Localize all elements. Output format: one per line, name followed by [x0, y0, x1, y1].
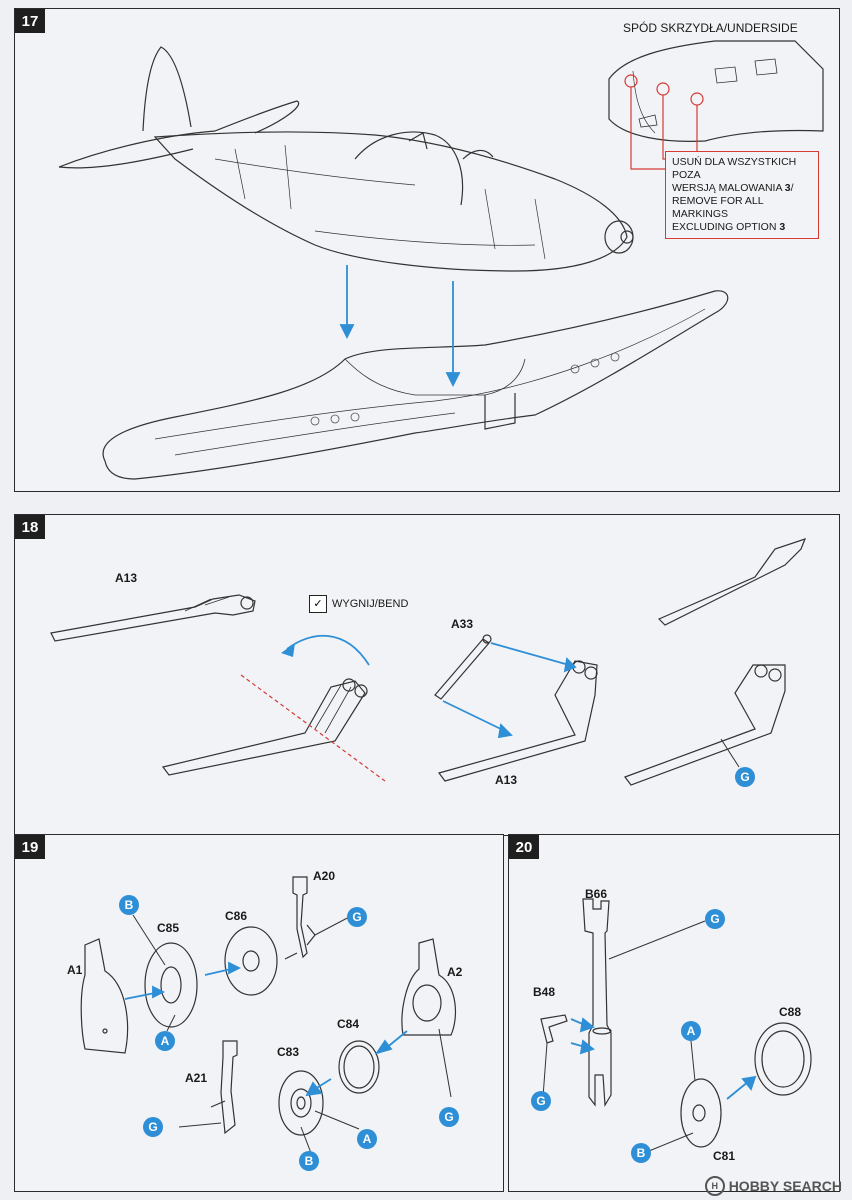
step-19-panel: 19 [14, 834, 504, 1192]
removal-note: USUŃ DLA WSZYSTKICH POZA WERSJĄ MALOWANI… [665, 151, 819, 239]
part-c84: C84 [337, 1017, 360, 1031]
part-a20: A20 [313, 869, 336, 883]
step-20-panel: 20 B66 G [508, 834, 840, 1192]
marker-b: B [299, 1151, 319, 1171]
step-number: 19 [15, 835, 45, 859]
part-a33: A33 [451, 617, 474, 631]
part-b48: B48 [533, 985, 556, 999]
part-c88: C88 [779, 1005, 802, 1019]
marker-b: B [119, 895, 139, 915]
part-a13-left: A13 [115, 571, 138, 585]
note-line-1: USUŃ DLA WSZYSTKICH POZA [672, 156, 797, 181]
bend-instruction: ✓ WYGNIJ/BEND [309, 595, 408, 613]
bend-icon: ✓ [309, 595, 327, 613]
marker-g: G [439, 1107, 459, 1127]
marker-g: G [705, 909, 725, 929]
part-a1: A1 [67, 963, 83, 977]
note-line-2: WERSJĄ MALOWANIA 3/ [672, 182, 794, 194]
part-a21: A21 [185, 1071, 208, 1085]
step-number: 17 [15, 9, 45, 33]
marker-a: A [357, 1129, 377, 1149]
part-c86: C86 [225, 909, 248, 923]
marker-g: G [143, 1117, 163, 1137]
step-18-panel: 18 [14, 514, 840, 836]
note-line-3: REMOVE FOR ALL MARKINGS [672, 195, 764, 220]
marker-a: A [681, 1021, 701, 1041]
part-c81: C81 [713, 1149, 736, 1163]
bend-label: WYGNIJ/BEND [332, 598, 409, 610]
part-a13-mid: A13 [495, 773, 518, 787]
step-18-drawing [50, 538, 807, 786]
hobby-search-logo-icon: H [704, 1176, 725, 1196]
marker-g: G [735, 767, 755, 787]
step-number: 18 [15, 515, 45, 539]
watermark-text: HOBBY SEARCH [728, 1178, 842, 1194]
step-number: 20 [509, 835, 539, 859]
part-b66: B66 [585, 887, 608, 901]
underside-view-title: SPÓD SKRZYDŁA/UNDERSIDE [623, 21, 798, 35]
step-17-panel: 17 [14, 8, 840, 492]
marker-g: G [531, 1091, 551, 1111]
hobby-search-watermark: H HOBBY SEARCH [704, 1176, 842, 1196]
part-c85: C85 [157, 921, 180, 935]
step-17-drawing [58, 40, 824, 480]
step-19-drawing [80, 876, 457, 1154]
marker-b: B [631, 1143, 651, 1163]
note-line-4: EXCLUDING OPTION 3 [672, 221, 786, 233]
step-20-drawing [540, 898, 812, 1152]
marker-a: A [155, 1031, 175, 1051]
part-c83: C83 [277, 1045, 300, 1059]
marker-g: G [347, 907, 367, 927]
part-a2: A2 [447, 965, 463, 979]
